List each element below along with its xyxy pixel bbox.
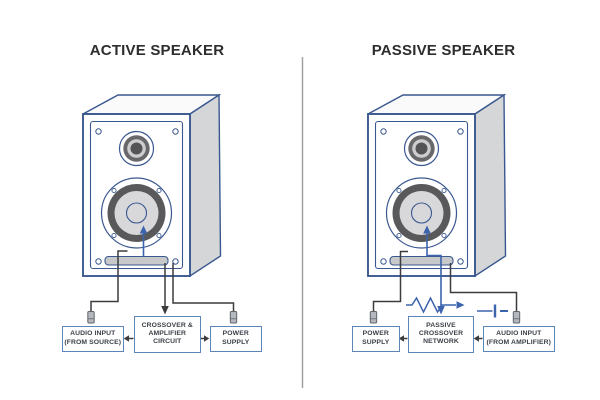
passive-speaker-title: PASSIVE SPEAKER <box>371 42 516 59</box>
wire-to-audio-input <box>449 263 518 311</box>
jack-plug-icon <box>512 311 521 324</box>
jack-plug-icon <box>229 311 238 324</box>
active-wires <box>90 250 235 340</box>
box-label-line: POWER <box>222 330 249 338</box>
box-label-line: CIRCUIT <box>153 338 182 346</box>
box-label-line: POWER <box>362 330 389 338</box>
wire-to-power-supply <box>372 250 408 311</box>
capacitor-symbol-icon <box>477 304 508 318</box>
crossover-amplifier-circuit-box: CROSSOVER & AMPLIFIER CIRCUIT <box>134 316 201 353</box>
active-speaker-illustration <box>82 94 222 277</box>
box-label-line: SUPPLY <box>222 338 250 346</box>
active-speaker-title: ACTIVE SPEAKER <box>89 42 225 59</box>
box-label-line: NETWORK <box>423 338 459 346</box>
box-label-line: AUDIO INPUT <box>496 330 542 338</box>
box-label-line: CROSSOVER & <box>141 321 193 329</box>
jack-plug-icon <box>87 311 95 324</box>
box-label-line: SUPPLY <box>362 338 390 346</box>
signal-line-to-woofer <box>426 232 442 306</box>
passive-crossover-network-box: PASSIVE CROSSOVER NETWORK <box>408 316 474 353</box>
inductor-symbol-icon <box>406 296 456 314</box>
box-label-line: AMPLIFIER <box>148 330 187 337</box>
up-arrow-icon <box>423 225 431 234</box>
wire-to-power-supply <box>172 263 235 311</box>
right-arrow-icon <box>456 301 465 309</box>
down-arrow-icon <box>161 306 169 315</box>
box-label-line: AUDIO INPUT <box>70 330 116 338</box>
audio-input-from-source-box: AUDIO INPUT (FROM SOURCE) <box>61 326 124 352</box>
power-supply-box: POWER SUPPLY <box>209 326 262 352</box>
right-arrow-icon <box>204 335 210 342</box>
power-supply-box: POWER SUPPLY <box>352 326 400 352</box>
box-label-line: CROSSOVER <box>418 330 464 337</box>
passive-wires <box>372 250 518 340</box>
jack-plug-icon <box>369 311 378 324</box>
wire-to-audio-input <box>90 250 128 311</box>
box-label-line: (FROM AMPLIFIER) <box>486 338 551 346</box>
left-arrow-icon <box>473 335 479 342</box>
passive-speaker-illustration <box>367 94 507 277</box>
box-label-line: PASSIVE <box>426 321 456 329</box>
box-label-line: (FROM SOURCE) <box>64 338 122 346</box>
left-arrow-icon <box>398 335 404 342</box>
left-arrow-icon <box>123 335 129 342</box>
up-arrow-icon <box>139 225 148 234</box>
audio-input-from-amplifier-box: AUDIO INPUT (FROM AMPLIFIER) <box>483 326 555 352</box>
